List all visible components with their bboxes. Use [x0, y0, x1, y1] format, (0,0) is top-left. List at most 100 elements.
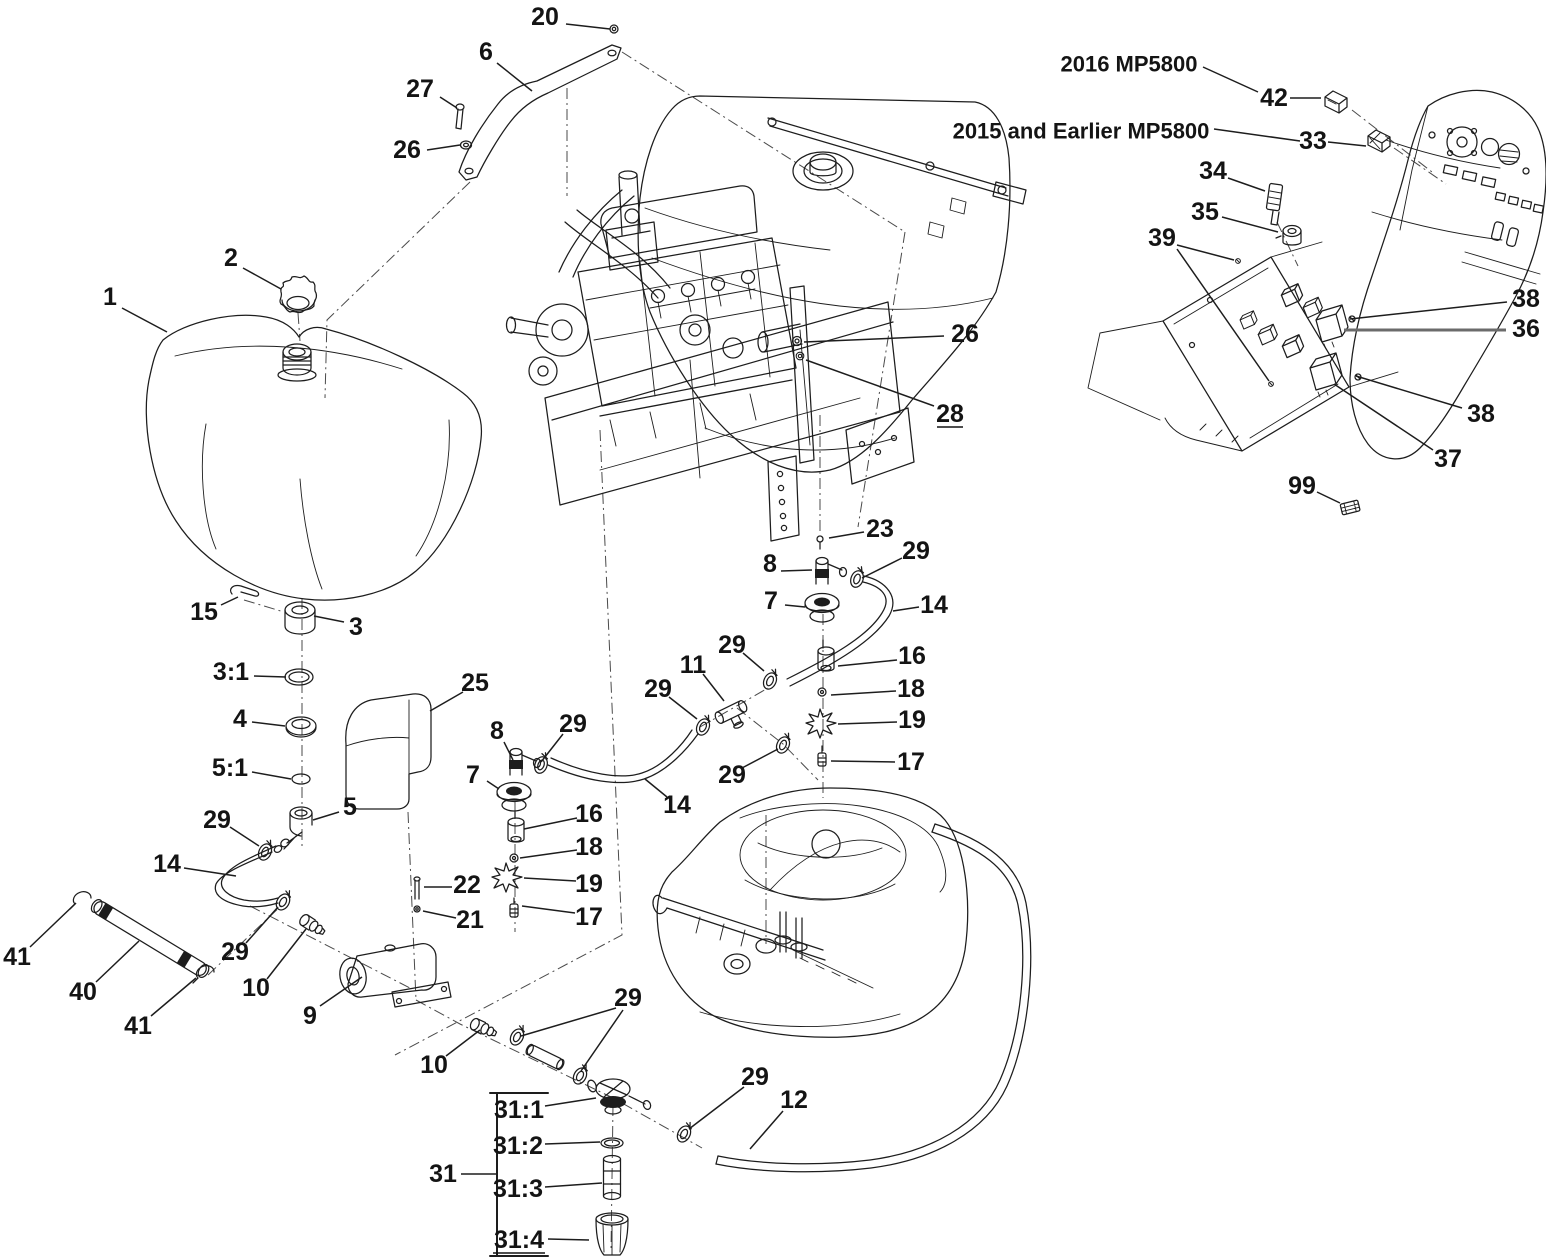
- part-number: 23: [866, 515, 894, 543]
- part-label-28: 28: [805, 359, 964, 428]
- part-number: 29: [741, 1063, 769, 1091]
- part-label-26: 26: [803, 320, 979, 348]
- fuel-tank-left: [145, 314, 483, 601]
- part-number: 7: [764, 587, 778, 615]
- leader-line: [644, 778, 668, 798]
- part-number: 31:2: [493, 1132, 543, 1160]
- leader-line: [668, 696, 698, 720]
- star-19-left: [491, 862, 523, 893]
- leader-line: [861, 557, 903, 579]
- part-number: 36: [1512, 315, 1540, 343]
- part-number: 2015 and Earlier MP5800: [953, 119, 1210, 144]
- screw-39-lower: [1268, 381, 1274, 387]
- leader-line: [837, 721, 898, 725]
- part-number: 27: [406, 75, 434, 103]
- oring-31-2: [600, 1137, 624, 1149]
- part-label-40: 40: [69, 940, 140, 1006]
- part-label-20: 20: [531, 3, 611, 31]
- switch-33: [1367, 129, 1391, 153]
- leader-line: [780, 569, 813, 572]
- part-number: 99: [1288, 472, 1316, 500]
- part-number: 29: [718, 631, 746, 659]
- fuel-pump-9: [339, 943, 452, 1008]
- part-label-31-1: 31:1: [494, 1096, 597, 1124]
- leader-line: [1176, 244, 1235, 261]
- part-number: 17: [897, 748, 925, 776]
- bushing-3: [284, 601, 316, 635]
- part-number: 35: [1191, 198, 1219, 226]
- part-number: 40: [69, 978, 97, 1006]
- leader-line: [523, 817, 578, 830]
- pump-bolt-21: [413, 905, 421, 913]
- part-label-1: 1: [103, 283, 168, 333]
- leader-line: [520, 1007, 617, 1037]
- part-number: 38: [1512, 285, 1540, 313]
- strainer-31-4: [595, 1212, 629, 1256]
- part-label-29: 29: [718, 631, 765, 672]
- part-number: 8: [763, 550, 777, 578]
- oring-3-1: [284, 668, 314, 686]
- hose-stub: [525, 1043, 565, 1071]
- part-number: 14: [153, 850, 181, 878]
- fuel-cap: [279, 275, 318, 314]
- part-number: 20: [531, 3, 559, 31]
- part-label-15: 15: [190, 596, 239, 626]
- grommet-7-right: [804, 592, 840, 623]
- part-number: 38: [1467, 400, 1495, 428]
- leader-line: [1327, 141, 1367, 147]
- part-number: 16: [898, 642, 926, 670]
- leader-line: [803, 335, 945, 343]
- strap-bolt-20: [609, 24, 619, 34]
- part-number: 39: [1148, 224, 1176, 252]
- part-number: 42: [1260, 84, 1288, 112]
- leader-line: [830, 690, 897, 696]
- leader-line: [544, 1182, 603, 1188]
- part-label-14: 14: [892, 591, 948, 619]
- part-label-29: 29: [718, 748, 779, 789]
- part-number: 2016 MP5800: [1061, 52, 1198, 77]
- part-label-29: 29: [203, 806, 260, 847]
- part-number: 5: [343, 793, 357, 821]
- part-label-22: 22: [424, 871, 481, 899]
- leader-line: [29, 902, 77, 948]
- diagnostic-plug-34: [1265, 182, 1284, 226]
- screw-39-upper: [1235, 258, 1241, 264]
- leader-line: [837, 659, 898, 667]
- part-label-17: 17: [830, 748, 925, 776]
- leader-line: [486, 780, 500, 790]
- part-number: 29: [559, 710, 587, 738]
- star-19-right: [805, 708, 837, 739]
- leader-line: [1221, 216, 1279, 233]
- leader-line: [439, 96, 458, 109]
- part-label-41: 41: [124, 977, 197, 1040]
- part-number: 17: [575, 903, 603, 931]
- lower-tank: [652, 787, 969, 1038]
- part-label-33: 33: [1299, 127, 1367, 155]
- bolt-23: [816, 535, 824, 550]
- grommet-7-left: [496, 781, 532, 812]
- oring-5-1: [291, 773, 311, 785]
- seal-4: [285, 716, 317, 738]
- part-number: 29: [718, 761, 746, 789]
- part-number: 22: [453, 871, 481, 899]
- part-number: 29: [221, 938, 249, 966]
- pin-17-left: [509, 897, 519, 918]
- part-number: 12: [780, 1086, 808, 1114]
- part-number: 31:1: [494, 1096, 544, 1124]
- part-number: 2: [224, 244, 238, 272]
- part-label-7: 7: [764, 587, 806, 615]
- leader-line: [1349, 301, 1508, 320]
- part-number: 11: [680, 651, 707, 679]
- part-label-31-2: 31:2: [493, 1132, 601, 1160]
- part-number: 26: [951, 320, 979, 348]
- part-number: 34: [1199, 157, 1227, 185]
- part-label-11: 11: [680, 651, 725, 702]
- part-label-38: 38: [1349, 285, 1540, 320]
- clip-41-lower: [192, 965, 215, 984]
- fuse-99: [1339, 499, 1361, 516]
- part-label-8: 8: [490, 717, 514, 761]
- strap-bolt-27: [455, 103, 465, 130]
- part-label-42: 42: [1260, 84, 1321, 112]
- leader-line: [312, 811, 340, 821]
